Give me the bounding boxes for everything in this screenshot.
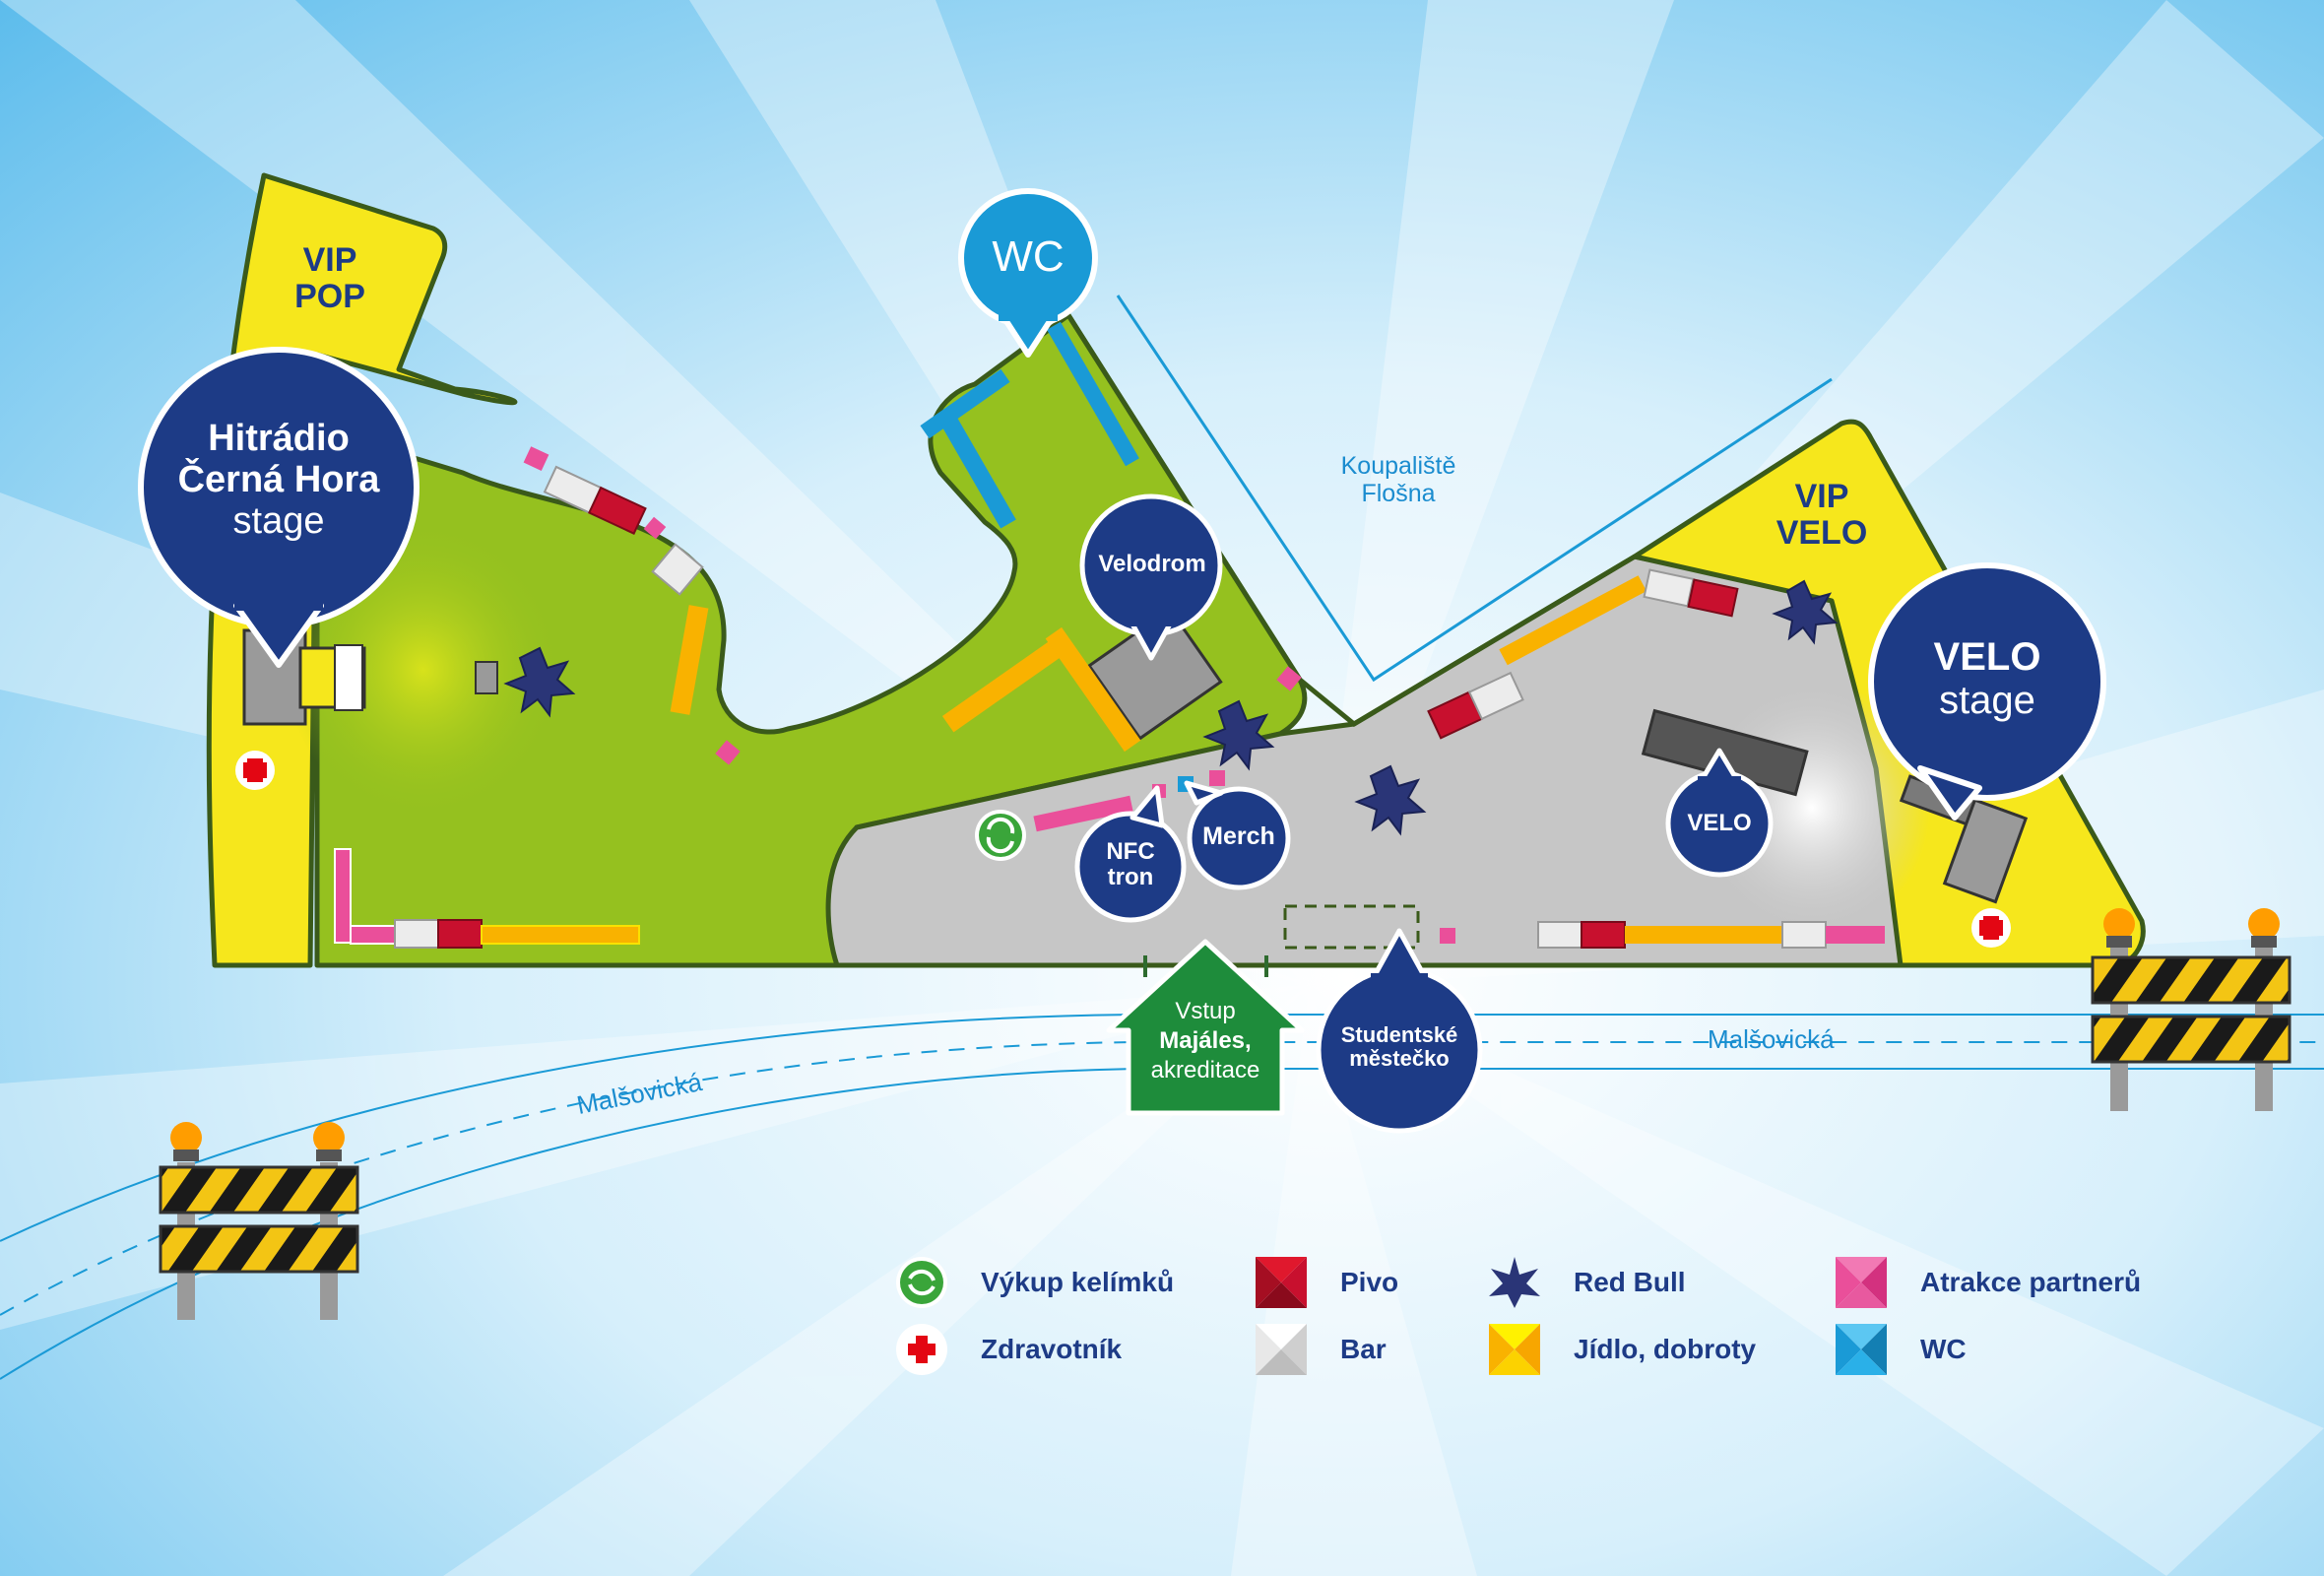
entrance-gate — [1143, 955, 1268, 977]
legend-label: Atrakce partnerů — [1920, 1267, 2142, 1297]
hitradio-bubble — [138, 347, 420, 668]
redbull-star-icon — [1489, 1257, 1540, 1308]
velodrom-structure — [1087, 607, 1223, 741]
legend-label: WC — [1920, 1334, 1967, 1364]
studentske-line1: Studentské — [1340, 1022, 1458, 1047]
legend-item-partner: Atrakce partnerů — [1836, 1257, 2141, 1308]
beer-icon — [1256, 1257, 1307, 1308]
studentske-line2: městečko — [1349, 1046, 1450, 1072]
hitradio-stage-label[interactable]: Hitrádio Černá Hora stage — [141, 418, 417, 542]
booths — [334, 321, 1885, 949]
entrance-label[interactable]: Vstup Majáles, akreditace — [1129, 997, 1282, 1085]
nfc-line2: tron — [1107, 864, 1154, 891]
vip-velo-label: VIP VELO — [1775, 478, 1868, 553]
velo-stage-line1: VELO — [1933, 635, 2041, 679]
legend-item-food: Jídlo, dobroty — [1489, 1324, 1756, 1375]
wc-icon — [1836, 1324, 1887, 1375]
redbull-star-icon — [503, 646, 576, 718]
redbull-star-icon — [1772, 579, 1839, 645]
small-structure — [475, 661, 498, 694]
recycle-icon — [896, 1257, 947, 1308]
redbull-stars — [503, 579, 1839, 836]
legend-item-first-aid: Zdravotník — [896, 1324, 1122, 1375]
velodrom-label[interactable]: Velodrom — [1098, 551, 1206, 577]
merch-label[interactable]: Merch — [1202, 822, 1275, 850]
legend-label: Red Bull — [1574, 1267, 1686, 1297]
legend-item-wc: WC — [1836, 1324, 1967, 1375]
vip-pop-label: VIP POP — [294, 241, 365, 316]
legend-label: Pivo — [1340, 1267, 1399, 1297]
legend-item-beer: Pivo — [1256, 1257, 1398, 1308]
nfc-line1: NFC — [1106, 838, 1155, 865]
koupaliste-label: Koupaliště Flošna — [1320, 452, 1477, 507]
legend-label: Výkup kelímků — [981, 1267, 1175, 1297]
velo-stage-line2: stage — [1939, 679, 2035, 722]
bar-icon — [1256, 1324, 1307, 1375]
hitradio-line2: Černá Hora — [177, 458, 380, 500]
redbull-star-icon — [1202, 699, 1275, 771]
velo-small-label[interactable]: VELO — [1687, 810, 1752, 836]
road-barrier-right — [2091, 908, 2292, 1111]
wc-bubble — [958, 188, 1098, 358]
nfc-bubble — [1074, 785, 1187, 923]
hitradio-line3: stage — [232, 499, 325, 542]
entrance-line3: akreditace — [1150, 1057, 1260, 1084]
hitradio-line1: Hitrádio — [208, 418, 350, 459]
first-aid-icon — [896, 1324, 947, 1375]
merch-bubble — [1184, 780, 1291, 890]
legend-label: Zdravotník — [981, 1334, 1123, 1364]
partner-attraction-icon — [1836, 1257, 1887, 1308]
street-malsovicka — [0, 1014, 2324, 1380]
first-aid-marker — [235, 751, 275, 790]
street-label-right: Malšovická — [1708, 1024, 1835, 1054]
studentske-area-outline — [1283, 904, 1420, 950]
koupaliste-line1: Koupaliště — [1340, 452, 1456, 480]
first-aid-marker — [1971, 908, 2011, 948]
velo-stage-label[interactable]: VELO stage — [1889, 635, 2086, 722]
velo-small-bubble — [1665, 748, 1774, 878]
redbull-star-icon — [1354, 764, 1427, 836]
legend-item-redbull: Red Bull — [1489, 1257, 1686, 1308]
studentske-mestecko-label[interactable]: Studentské městečko — [1321, 1022, 1478, 1072]
entrance-line1: Vstup — [1175, 998, 1236, 1024]
entrance-arrow — [1106, 939, 1305, 1116]
studentske-bubble — [1316, 928, 1483, 1134]
recycle-marker — [975, 810, 1026, 861]
pool-outline — [1116, 295, 1833, 683]
legend-item-bar: Bar — [1256, 1324, 1387, 1375]
wc-bubble-label[interactable]: WC — [992, 232, 1065, 281]
nfc-tron-label[interactable]: NFC tron — [1081, 838, 1180, 891]
velo-stage-bubble — [1868, 562, 2106, 821]
legend-label: Bar — [1340, 1334, 1387, 1364]
road-barrier-left — [159, 1122, 359, 1320]
entrance-line2: Majáles, — [1159, 1027, 1252, 1054]
koupaliste-line2: Flošna — [1361, 479, 1436, 507]
legend-item-recycle: Výkup kelímků — [896, 1257, 1174, 1308]
velodrom-bubble — [1079, 493, 1223, 661]
legend-label: Jídlo, dobroty — [1574, 1334, 1757, 1364]
food-icon — [1489, 1324, 1540, 1375]
